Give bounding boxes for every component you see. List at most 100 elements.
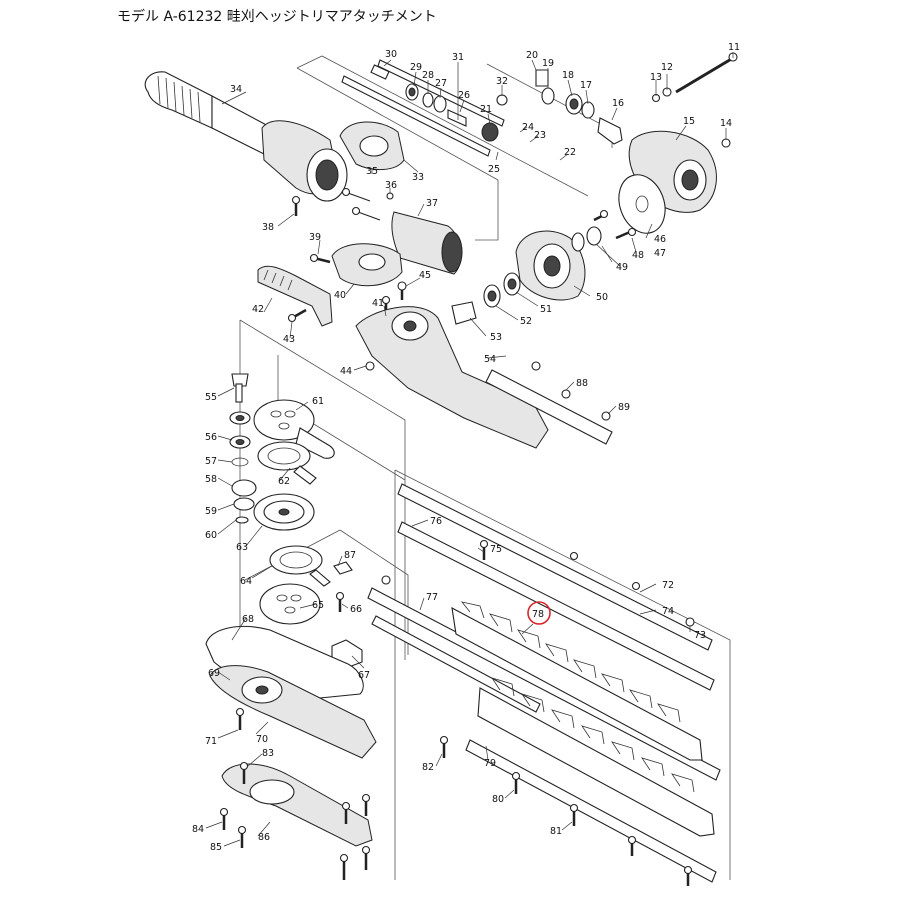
label-part-11: 11 [728, 42, 740, 53]
page-title: モデル A-61232 畦刈ヘッジトリマアタッチメント [117, 9, 437, 25]
label-part-38: 38 [262, 222, 274, 233]
label-part-89: 89 [618, 402, 630, 413]
part-46-disc [618, 174, 666, 234]
label-part-35: 35 [366, 166, 378, 177]
label-part-79: 79 [484, 758, 496, 769]
part-40-clamp [331, 243, 403, 287]
label-part-49: 49 [616, 262, 628, 273]
label-part-26: 26 [458, 90, 470, 101]
label-part-83: 83 [262, 748, 274, 759]
label-part-12: 12 [661, 62, 673, 73]
part-33-housing [339, 121, 405, 170]
label-part-29: 29 [410, 62, 422, 73]
part-34-handle-shaft [144, 71, 348, 202]
label-part-28: 28 [422, 70, 434, 81]
part-65-plate [259, 583, 321, 625]
label-part-64: 64 [240, 576, 252, 587]
label-part-75: 75 [490, 544, 502, 555]
label-part-72: 72 [662, 580, 674, 591]
part-69-70-lower-case [209, 665, 377, 759]
label-part-85: 85 [210, 842, 222, 853]
label-part-48: 48 [632, 250, 644, 261]
part-gear-frame [355, 306, 549, 449]
label-part-27: 27 [435, 78, 447, 89]
part-50-gear-housing [515, 230, 586, 301]
label-part-87: 87 [344, 550, 356, 561]
label-part-25: 25 [488, 164, 500, 175]
part-30-31-rods [341, 59, 505, 157]
label-part-36: 36 [385, 180, 397, 191]
label-part-43: 43 [283, 334, 295, 345]
label-part-18: 18 [562, 70, 574, 81]
label-part-77: 77 [426, 592, 438, 603]
label-part-41: 41 [372, 298, 384, 309]
label-part-42: 42 [252, 304, 264, 315]
label-part-44: 44 [340, 366, 352, 377]
label-part-71: 71 [205, 736, 217, 747]
label-part-63: 63 [236, 542, 248, 553]
parts-55-60-shaft-stack [229, 373, 257, 524]
label-part-78: 78 [532, 609, 544, 620]
part-36-screws [341, 187, 394, 221]
label-part-67: 67 [358, 670, 370, 681]
label-part-30: 30 [385, 49, 397, 60]
label-part-59: 59 [205, 506, 217, 517]
part-number-labels: 11 12 13 14 15 16 17 18 19 20 21 22 23 2… [192, 42, 740, 853]
label-part-40: 40 [334, 290, 346, 301]
highlight-circle-78 [527, 601, 551, 625]
label-part-70: 70 [256, 734, 268, 745]
label-part-39: 39 [309, 232, 321, 243]
label-part-16: 16 [612, 98, 624, 109]
label-part-73: 73 [694, 630, 706, 641]
label-part-81: 81 [550, 826, 562, 837]
label-part-14: 14 [720, 118, 732, 129]
label-part-82: 82 [422, 762, 434, 773]
label-part-60: 60 [205, 530, 217, 541]
label-part-55: 55 [205, 392, 217, 403]
label-part-47: 47 [654, 248, 666, 259]
label-part-51: 51 [540, 304, 552, 315]
part-79-lower-blade [465, 677, 717, 883]
blade-bolts [381, 539, 695, 886]
small-screws [287, 195, 407, 371]
part-78-blade [451, 601, 703, 761]
label-part-45: 45 [419, 270, 431, 281]
label-part-88: 88 [576, 378, 588, 389]
label-part-33: 33 [412, 172, 424, 183]
label-part-24: 24 [522, 122, 534, 133]
part-61-eccentric-plate [253, 399, 335, 459]
label-part-19: 19 [542, 58, 554, 69]
lower-screws [219, 707, 371, 880]
label-part-21: 21 [480, 104, 492, 115]
label-part-34: 34 [230, 84, 242, 95]
part-37-clutch-housing [391, 211, 463, 275]
label-part-80: 80 [492, 794, 504, 805]
label-part-56: 56 [205, 432, 217, 443]
part-42-lever [257, 265, 333, 327]
parts-26-29-bearings [405, 83, 467, 127]
label-part-37: 37 [426, 198, 438, 209]
label-part-66: 66 [350, 604, 362, 615]
label-part-74: 74 [662, 606, 674, 617]
label-part-76: 76 [430, 516, 442, 527]
label-part-50: 50 [596, 292, 608, 303]
label-part-84: 84 [192, 824, 204, 835]
label-part-69: 69 [208, 668, 220, 679]
part-62-ring [257, 441, 317, 485]
label-part-52: 52 [520, 316, 532, 327]
label-part-23: 23 [534, 130, 546, 141]
part-76-upper-bar [397, 483, 715, 691]
label-part-17: 17 [580, 80, 592, 91]
label-part-86: 86 [258, 832, 270, 843]
label-part-20: 20 [526, 50, 538, 61]
label-part-32: 32 [496, 76, 508, 87]
label-part-15: 15 [683, 116, 695, 127]
label-part-58: 58 [205, 474, 217, 485]
parts-47-49-bearings [571, 209, 637, 252]
label-part-54: 54 [484, 354, 496, 365]
label-part-62: 62 [278, 476, 290, 487]
parts-66-67-87-clips [331, 561, 363, 669]
label-part-68: 68 [242, 614, 254, 625]
label-part-61: 61 [312, 396, 324, 407]
label-part-46: 46 [654, 234, 666, 245]
